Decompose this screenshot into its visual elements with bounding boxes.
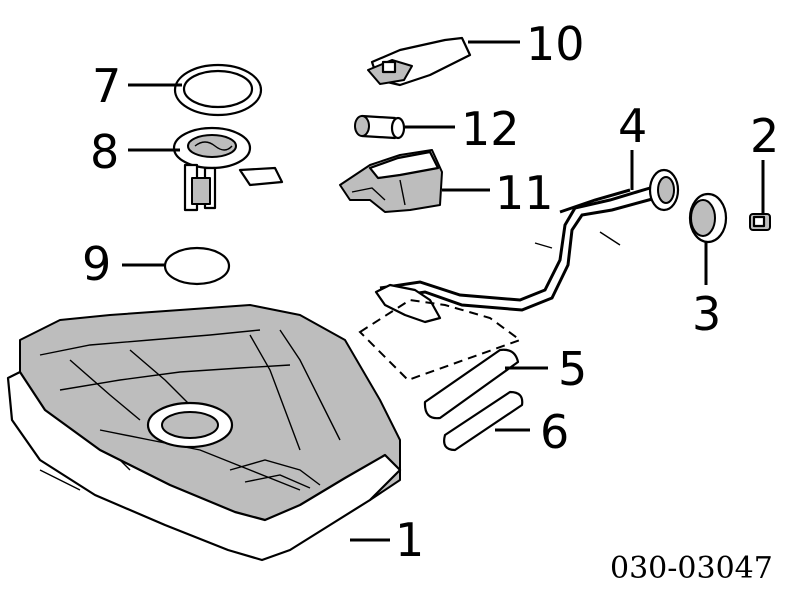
callout-12: 12 [461,102,520,156]
callout-4: 4 [618,99,647,153]
callout-11: 11 [495,166,554,220]
callout-6: 6 [540,405,569,459]
callout-10: 10 [526,17,585,71]
fuel-pump-motor-part [354,114,406,140]
callout-5: 5 [558,342,587,396]
gasket-part [163,246,231,286]
callout-3: 3 [692,287,721,341]
fuel-tank-part [6,304,402,562]
fuel-pump-assembly-part [172,126,284,212]
callout-1: 1 [395,513,424,567]
lock-ring-part [173,63,263,117]
clip-part [749,213,771,231]
pump-bracket-part [339,149,443,213]
filler-neck-part [374,168,680,324]
leader-lines [122,40,765,542]
callout-2: 2 [750,109,779,163]
fuel-filter-module-part [367,36,472,87]
filler-cap-part [688,192,728,244]
diagram-code: 030-03047 [610,551,773,586]
callout-8: 8 [90,125,119,179]
callout-9: 9 [82,237,111,291]
hose-group-outline [358,298,523,382]
hose-part [423,348,520,420]
callout-7: 7 [92,59,121,113]
vent-hose-part [443,390,524,452]
